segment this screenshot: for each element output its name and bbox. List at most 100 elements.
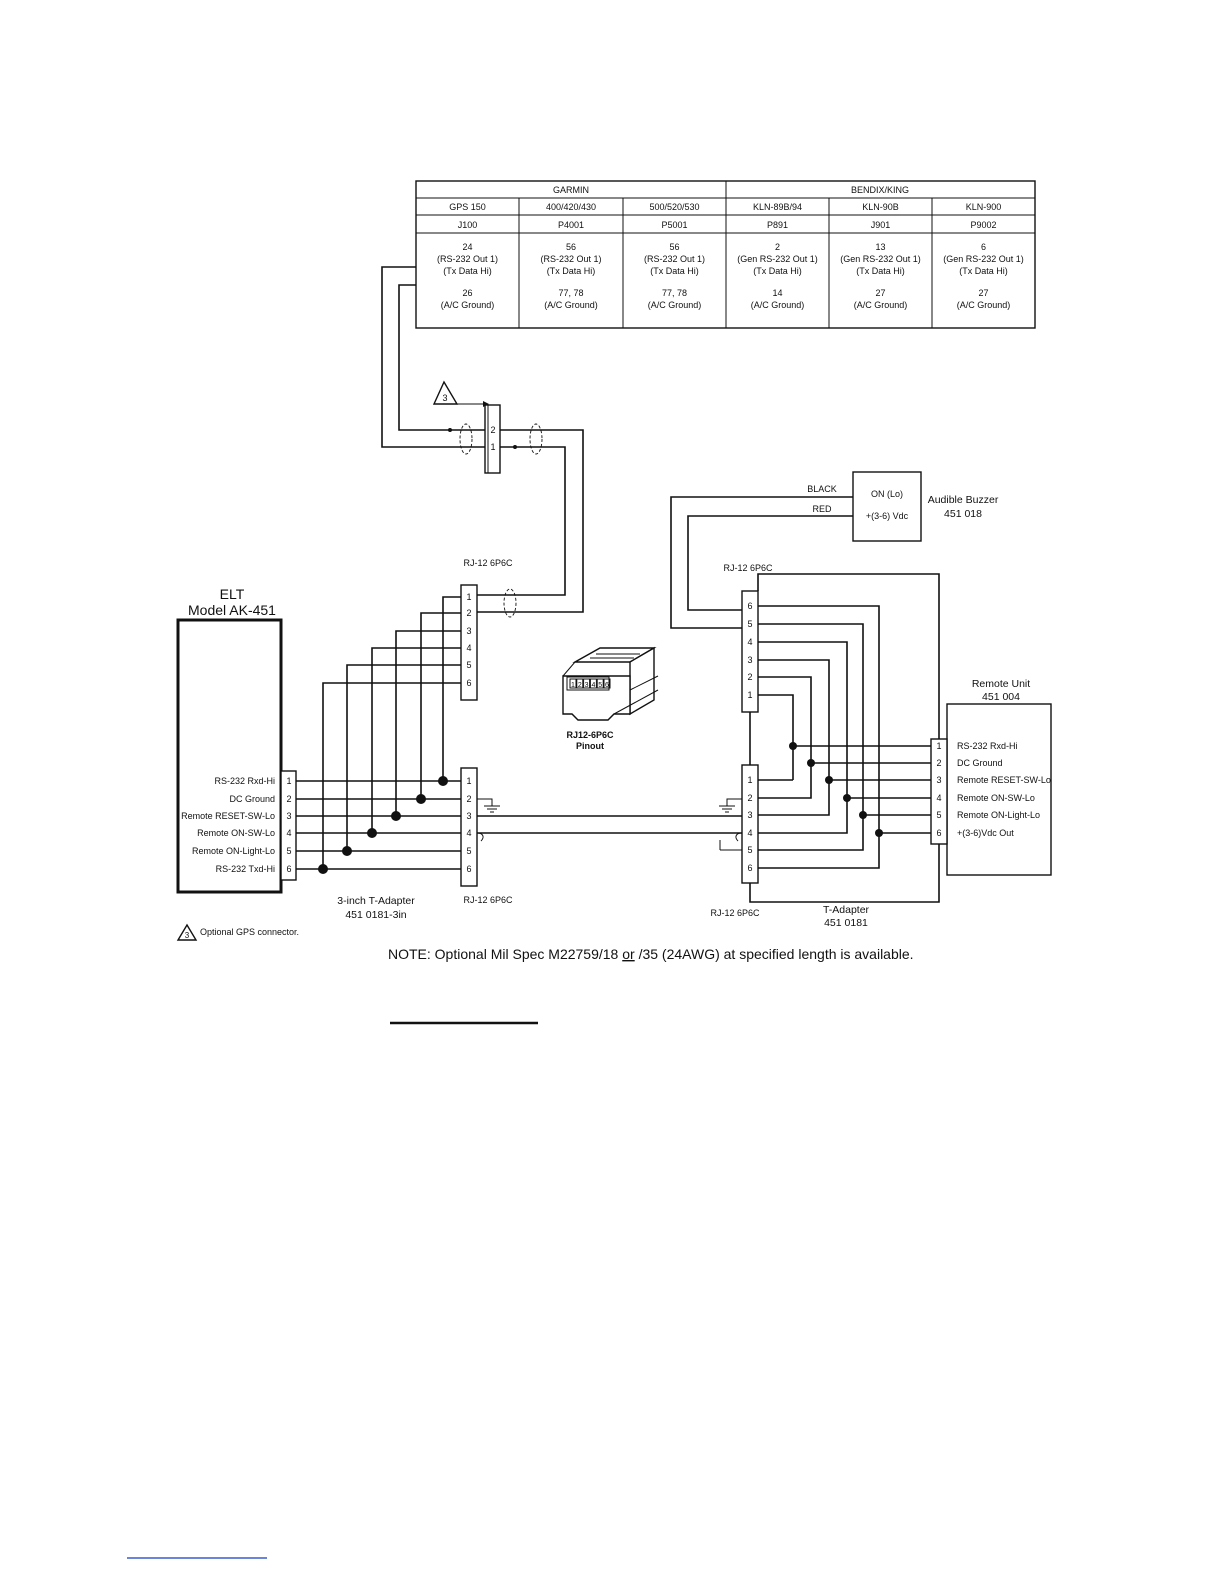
table-tx-desc: (Gen RS-232 Out 1): [737, 254, 818, 264]
t-adapter-wiring: [749, 573, 940, 903]
elt-title: ELT: [220, 586, 245, 602]
rj12-pin-number: 4: [747, 828, 752, 838]
table-tx-desc: (Tx Data Hi): [753, 266, 802, 276]
gps-connector-pin: 1: [490, 442, 495, 452]
elt-pin-number: 5: [286, 846, 291, 856]
rj12-pin-number: 1: [466, 592, 471, 602]
rj12-pin-number: 6: [747, 601, 752, 611]
elt-pin-label: RS-232 Rxd-Hi: [214, 776, 275, 786]
rj12-pin-number: 6: [747, 863, 752, 873]
note-underlined: or: [622, 946, 635, 962]
pinout-contact: [583, 678, 591, 689]
table-gnd-pin: 27: [875, 288, 885, 298]
table-gnd-desc: (A/C Ground): [648, 300, 702, 310]
rj12-pin-number: 5: [747, 619, 752, 629]
note-triangle-icon: [176, 923, 198, 941]
t-adapter-part: 451 0181: [824, 917, 868, 929]
remote-pin-number: 1: [936, 741, 941, 751]
mil-spec-note: NOTE: Optional Mil Spec M22759/18 or /35…: [388, 946, 914, 962]
gps-pin-table: GARMIN BENDIX/KING GPS 150J10024(RS-232 …: [415, 180, 1036, 329]
remote-pin-number: 2: [936, 758, 941, 768]
elt-pin-label: DC Ground: [229, 794, 275, 804]
table-gnd-desc: (A/C Ground): [854, 300, 908, 310]
left-rj12-bottom-label: RJ-12 6P6C: [463, 895, 513, 905]
ground-symbol-icon: [477, 798, 500, 813]
table-gnd-pin: 77, 78: [558, 288, 583, 298]
footnote-text: Optional GPS connector.: [200, 927, 299, 937]
note-suffix: /35 (24AWG) at specified length is avail…: [635, 946, 914, 962]
rj12-pin-number: 1: [747, 775, 752, 785]
table-connector-cell: P9002: [970, 220, 996, 230]
pinout-contact: [576, 678, 584, 689]
rj12-pin-number: 1: [747, 690, 752, 700]
table-tx-desc: (Gen RS-232 Out 1): [840, 254, 921, 264]
table-gnd-desc: (A/C Ground): [544, 300, 598, 310]
table-connector-cell: P891: [767, 220, 788, 230]
note-triangle-icon: [432, 380, 459, 405]
wire-black-label: BLACK: [807, 484, 837, 494]
rj12-pin-number: 3: [747, 810, 752, 820]
left-rj12-top-label: RJ-12 6P6C: [463, 558, 513, 568]
rj12-pin-number: 5: [747, 845, 752, 855]
table-gnd-pin: 14: [772, 288, 782, 298]
elt-pin-label: Remote RESET-SW-Lo: [181, 811, 275, 821]
remote-unit-title: Remote Unit: [972, 678, 1030, 690]
note-prefix: NOTE: Optional Mil Spec M22759/18: [388, 946, 622, 962]
buzzer-part: 451 018: [944, 508, 982, 520]
pinout-contact: [596, 678, 604, 689]
table-tx-desc: (RS-232 Out 1): [644, 254, 705, 264]
table-gnd-desc: (A/C Ground): [957, 300, 1011, 310]
remote-pin-number: 5: [936, 810, 941, 820]
rj12-pin-number: 2: [747, 793, 752, 803]
t-adapter-3in-part: 451 0181-3in: [345, 909, 406, 921]
elt-pin-number: 3: [286, 811, 291, 821]
table-gnd-pin: 77, 78: [662, 288, 687, 298]
table-tx-pin: 24: [462, 242, 472, 252]
table-model-cell: 400/420/430: [546, 202, 596, 212]
t-adapter-3in-title: 3-inch T-Adapter: [337, 895, 415, 907]
table-model-cell: KLN-89B/94: [753, 202, 802, 212]
pinout-pin-number: 6: [605, 682, 609, 689]
optional-gps-connector: 2 1 3: [432, 380, 501, 474]
remote-pin-label: DC Ground: [957, 758, 1003, 768]
table-tx-desc: (Tx Data Hi): [650, 266, 699, 276]
table-tx-desc: (Tx Data Hi): [959, 266, 1008, 276]
ground-symbol-icon: [719, 798, 742, 813]
table-tx-pin: 56: [669, 242, 679, 252]
table-tx-desc: (Gen RS-232 Out 1): [943, 254, 1024, 264]
remote-pin-number: 3: [936, 775, 941, 785]
remote-pin-label: Remote RESET-SW-Lo: [957, 775, 1051, 785]
rj12-pin-number: 4: [466, 643, 471, 653]
footnote: 3 Optional GPS connector.: [176, 923, 299, 941]
remote-pin-label: Remote ON-SW-Lo: [957, 793, 1035, 803]
table-group-bendix-king: BENDIX/KING: [851, 185, 909, 195]
elt-pin-number: 4: [286, 828, 291, 838]
table-group-garmin: GARMIN: [553, 185, 589, 195]
pinout-pin-number: 2: [578, 682, 582, 689]
table-tx-desc: (Tx Data Hi): [856, 266, 905, 276]
remote-pin-number: 6: [936, 828, 941, 838]
table-connector-cell: P5001: [661, 220, 687, 230]
table-gnd-pin: 27: [978, 288, 988, 298]
table-model-cell: 500/520/530: [649, 202, 699, 212]
buzzer-title: Audible Buzzer: [928, 494, 999, 506]
rj12-pin-number: 2: [466, 608, 471, 618]
rj12-pin-number: 3: [466, 626, 471, 636]
elt-pin-label: Remote ON-Light-Lo: [192, 846, 275, 856]
rj12-pin-number: 6: [466, 678, 471, 688]
rj12-pin-number: 1: [466, 776, 471, 786]
table-tx-pin: 6: [981, 242, 986, 252]
remote-pin-number: 4: [936, 793, 941, 803]
pinout-pin-number: 1: [571, 682, 575, 689]
table-connector-cell: J901: [871, 220, 891, 230]
table-gnd-desc: (A/C Ground): [751, 300, 805, 310]
remote-pin-label: +(3-6)Vdc Out: [957, 828, 1014, 838]
buzzer-vdc-label: +(3-6) Vdc: [866, 511, 909, 521]
